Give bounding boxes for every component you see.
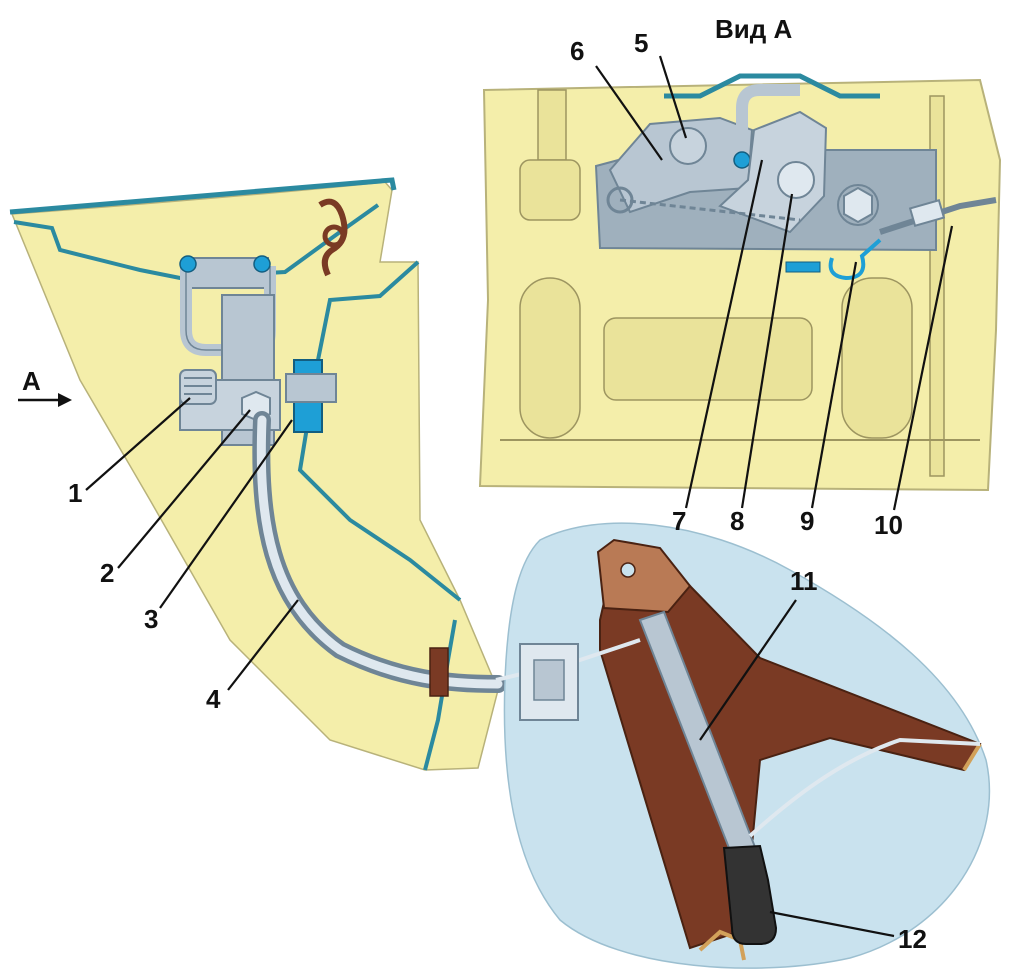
view-a-striker: [736, 84, 800, 158]
pivot-5: [669, 127, 707, 165]
bracket-edge-right: [962, 742, 982, 772]
view-arrow-label: А: [22, 366, 41, 396]
view-a-top-bracket: [664, 73, 880, 99]
hood-skin-edge: [9, 177, 397, 215]
callout-labels: 1 2 3 4 5 6 7 8 9 10 11 12: [68, 28, 927, 954]
latch-spring: [179, 369, 217, 405]
callout-6: 6: [570, 36, 584, 66]
callout-12: 12: [898, 924, 927, 954]
view-a-striker-pin: [733, 151, 751, 169]
view-arrow: А: [18, 366, 72, 407]
view-a-title: Вид А: [715, 14, 792, 44]
callout-4: 4: [206, 684, 221, 714]
cable-10: [879, 197, 997, 235]
hood-section-view: А: [9, 177, 507, 771]
view-a-pocket-left: [519, 277, 581, 439]
cable-10-ferrule: [908, 198, 946, 228]
latch-mount-washer: [285, 373, 337, 403]
bracket-hole: [620, 562, 636, 578]
safety-hook-ring: [322, 224, 346, 248]
view-a-bolt: [843, 186, 873, 224]
view-a-panel: Вид А: [478, 14, 1002, 492]
striker-pin-right: [253, 255, 271, 273]
view-a-channel-left: [537, 89, 567, 161]
view-a-window: [603, 317, 813, 401]
pivot-8: [777, 161, 815, 199]
latch-pawl-7: [718, 110, 828, 234]
view-a-link-rod: [619, 198, 801, 222]
callout-1: 1: [68, 478, 82, 508]
callout-5: 5: [634, 28, 648, 58]
cable-grommet: [429, 647, 449, 697]
leader-lines: [85, 55, 954, 938]
bracket-flange: [698, 929, 746, 961]
callout-9: 9: [800, 506, 814, 536]
view-a-spring-eye: [606, 186, 634, 214]
view-a-recess-topleft: [519, 159, 581, 221]
release-handle-view: [495, 522, 991, 969]
cable-clip-tab: [785, 261, 821, 273]
handle-cable-clamp-inner: [533, 659, 565, 701]
callout-2: 2: [100, 558, 114, 588]
view-a-bolt-washer: [837, 184, 879, 226]
callout-7: 7: [672, 506, 686, 536]
handle-knob-12: [722, 844, 778, 945]
callout-8: 8: [730, 506, 744, 536]
view-a-pocket-right: [841, 277, 913, 439]
hood-inner-frame: [13, 203, 380, 281]
cable-clip-9: [828, 238, 882, 281]
handle-bracket-top: [596, 538, 692, 614]
callout-3: 3: [144, 604, 158, 634]
callout-10: 10: [874, 510, 903, 540]
callout-11: 11: [790, 566, 818, 596]
striker-pin-left: [179, 255, 197, 273]
